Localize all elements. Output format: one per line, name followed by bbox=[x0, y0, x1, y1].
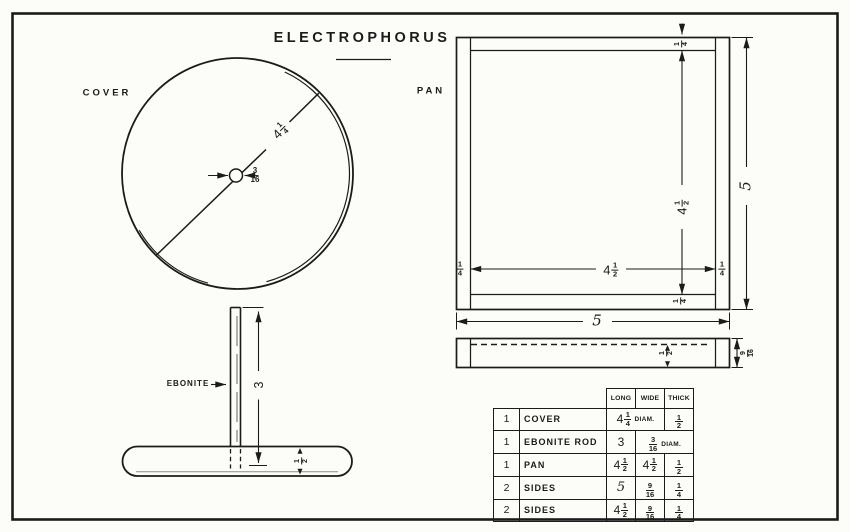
fraction: 1 2 bbox=[659, 349, 675, 357]
pan-side-height-dim: 9 16 bbox=[740, 348, 756, 358]
pan-label: PAN bbox=[416, 85, 446, 97]
pan-outer-width-dim: 5 bbox=[592, 311, 602, 330]
qty-cell: 1 bbox=[493, 407, 520, 432]
column-header-long: LONG bbox=[606, 388, 636, 409]
fraction: 3 16 bbox=[250, 166, 260, 185]
pan-side-view bbox=[455, 337, 743, 369]
sheet-border bbox=[11, 12, 839, 521]
table-header-row: LONG WIDE THICK bbox=[494, 388, 694, 409]
name-cell: PAN bbox=[519, 453, 607, 477]
elevation-view bbox=[121, 306, 353, 477]
pan-wall-dim-bottom: 1 4 bbox=[673, 297, 689, 305]
qty-cell: 1 bbox=[493, 453, 520, 477]
long-cell: 5 bbox=[606, 475, 636, 500]
pan-wall-dim-right: 1 4 bbox=[718, 259, 726, 278]
disk-thickness-dim: 1 2 bbox=[294, 457, 310, 464]
qty-cell: 2 bbox=[493, 498, 520, 523]
pan-outer-height-dim: 5 bbox=[736, 181, 755, 191]
fraction: 1 2 bbox=[294, 457, 310, 464]
fraction: 9 16 bbox=[740, 348, 756, 357]
fraction: 1 2 bbox=[611, 260, 619, 279]
qty-cell: 2 bbox=[493, 475, 520, 500]
fraction: 1 4 bbox=[674, 40, 690, 47]
cover-label: COVER bbox=[82, 87, 132, 99]
name-cell: SIDES bbox=[519, 475, 607, 500]
fraction: 1 2 bbox=[672, 199, 691, 207]
center-hole bbox=[228, 168, 244, 183]
fraction: 1 4 bbox=[673, 297, 689, 305]
name-cell: SIDES bbox=[519, 498, 607, 523]
page-title: ELECTROPHORUS bbox=[273, 29, 451, 46]
cover-hole-dim: 3 16 bbox=[250, 166, 261, 185]
name-cell: COVER bbox=[519, 407, 607, 432]
cover-top-view bbox=[121, 57, 354, 290]
ebonite-label: EBONITE bbox=[166, 379, 210, 388]
column-header-wide: WIDE bbox=[635, 388, 665, 409]
cover-disk-edge bbox=[121, 445, 353, 477]
name-cell: EBONITE ROD bbox=[519, 430, 607, 454]
fraction: 1 4 bbox=[456, 259, 464, 278]
fraction: 1 4 bbox=[718, 259, 726, 278]
long-cell: 3 bbox=[606, 430, 636, 454]
pan-top-view bbox=[455, 23, 753, 330]
pan-wall-dim-left: 1 4 bbox=[456, 259, 464, 278]
rod-length-dim: 3 bbox=[251, 381, 266, 389]
pan-inner-height-dim: 4 1 2 bbox=[672, 199, 691, 215]
qty-cell: 1 bbox=[493, 430, 520, 454]
pan-inner-width-dim: 4 1 2 bbox=[603, 260, 619, 279]
pan-depth-dim: 1 2 bbox=[659, 349, 675, 357]
pan-wall-dim-top: 1 4 bbox=[674, 40, 690, 47]
column-header-thick: THICK bbox=[664, 388, 694, 409]
